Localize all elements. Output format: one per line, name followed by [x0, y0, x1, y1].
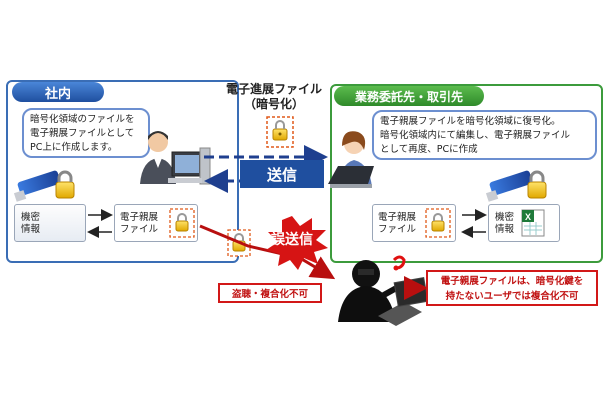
partner-note: 電子親展ファイルを暗号化領域に復号化。 暗号化領域内にて編集し、電子親展ファイル…	[372, 110, 597, 160]
confidential-file-box: 機密 情報	[488, 204, 560, 242]
misdelivery-label: 誤送信	[271, 232, 313, 248]
pc-user-icon	[140, 131, 211, 185]
file-label: 機密 情報	[495, 212, 514, 236]
center-title-line1: 電子進展ファイル	[225, 82, 322, 96]
file-label: 電子親展 ファイル	[120, 212, 158, 236]
decryption-note-line: 持たないユーザでは複合化不可	[445, 291, 579, 302]
file-label: 電子親展 ファイル	[378, 212, 416, 236]
excel-file-icon: X	[521, 209, 545, 237]
partner-note-line: として再度、PCに作成	[380, 144, 478, 155]
encrypted-file-box: 電子親展 ファイル	[114, 204, 198, 242]
file-label-line: 機密	[495, 212, 515, 223]
usb-lock-icon	[13, 170, 75, 202]
partner-note-line: 暗号化領域内にて編集し、電子親展ファイル	[380, 130, 571, 141]
hacker-icon	[338, 255, 429, 326]
warning-burst-icon	[266, 216, 328, 270]
file-label-line: 情報	[21, 224, 41, 235]
internal-note-line: PC上に作成します。	[30, 142, 118, 153]
center-title-line2: （暗号化）	[243, 97, 304, 111]
interception-note: 盗聴・複合化不可	[218, 283, 322, 303]
file-label-line: 情報	[495, 224, 515, 235]
center-file-title: 電子進展ファイル （暗号化）	[222, 82, 326, 112]
decryption-note-line: 電子親展ファイルは、暗号化鍵を	[440, 276, 584, 287]
internal-note-line: 暗号化領域のファイルを	[30, 114, 135, 125]
pc-user-icon	[328, 131, 374, 188]
encrypted-file-icon	[425, 208, 451, 238]
partner-note-line: 電子親展ファイルを暗号化領域に復号化。	[380, 116, 561, 127]
send-label: 送信	[240, 160, 324, 188]
file-label-line: 電子親展	[378, 212, 417, 223]
internal-note: 暗号化領域のファイルを 電子親展ファイルとして PC上に作成します。	[22, 108, 150, 158]
internal-note-line: 電子親展ファイルとして	[30, 128, 135, 139]
file-label-line: 電子親展	[120, 212, 159, 223]
file-label-line: 機密	[21, 212, 41, 223]
file-label-line: ファイル	[378, 224, 417, 235]
svg-text:X: X	[525, 212, 531, 222]
decryption-note: 電子親展ファイルは、暗号化鍵を 持たないユーザでは複合化不可	[426, 270, 598, 306]
file-label-line: ファイル	[120, 224, 159, 235]
partner-panel-header: 業務委託先・取引先	[334, 86, 484, 106]
usb-lock-icon	[485, 170, 547, 202]
encrypted-file-icon	[266, 116, 294, 148]
internal-panel-header: 社内	[12, 82, 104, 102]
encrypted-file-icon	[169, 208, 195, 238]
confidential-file-box: 機密 情報	[14, 204, 86, 242]
file-label: 機密 情報	[21, 212, 40, 236]
encrypted-file-box: 電子親展 ファイル	[372, 204, 456, 242]
